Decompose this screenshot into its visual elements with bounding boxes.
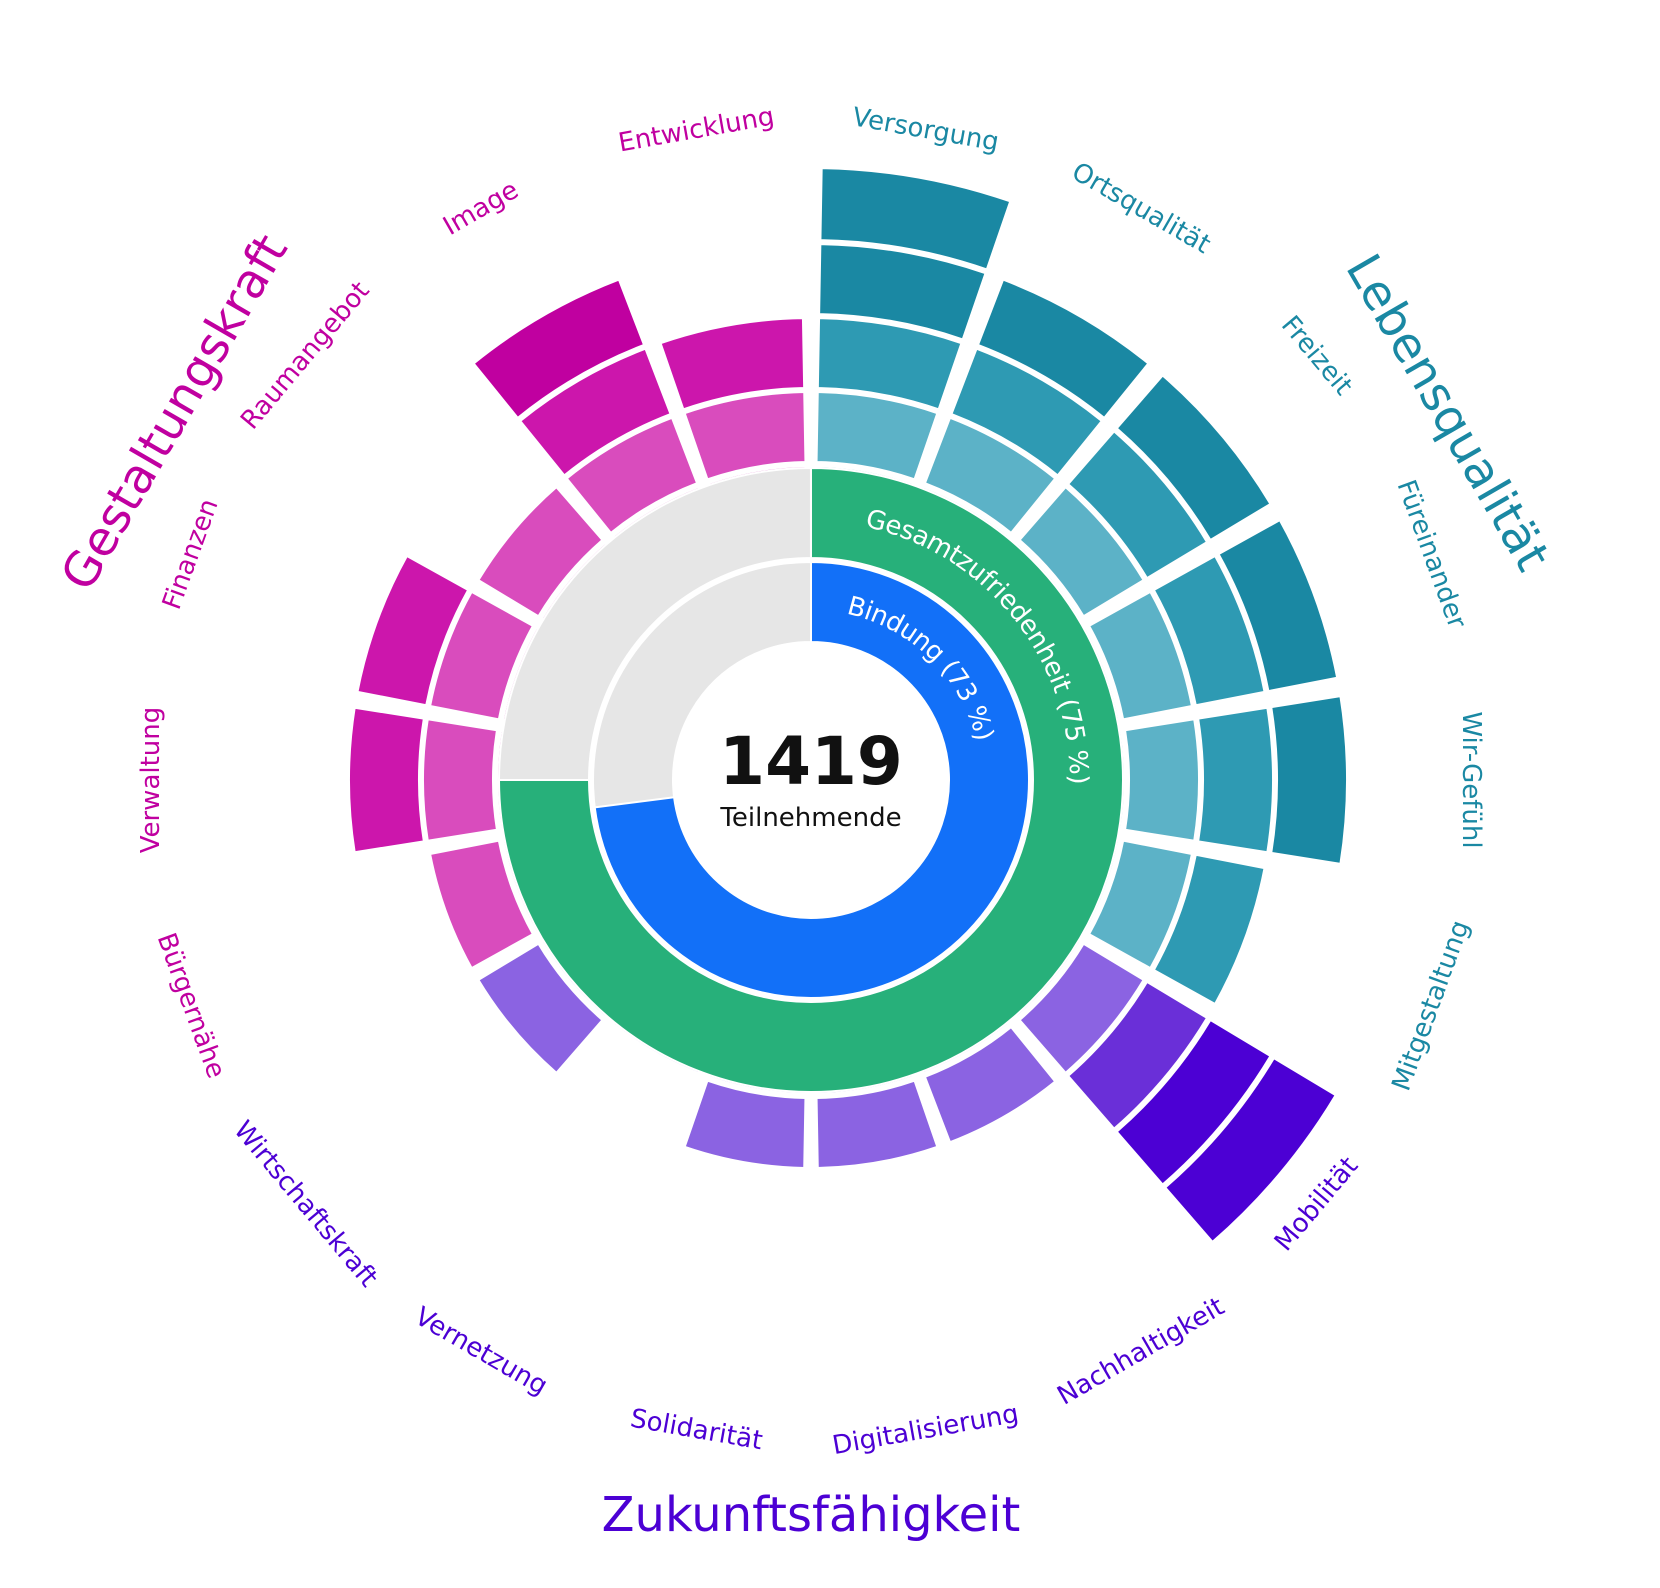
participant-caption: Teilnehmende: [719, 803, 901, 833]
segment-band: [1152, 853, 1266, 1006]
segment-band: [1066, 429, 1209, 580]
segment-band: [1152, 554, 1266, 707]
segment-band: [1018, 485, 1145, 618]
segment-band: [1123, 718, 1200, 842]
segment-band: [565, 416, 699, 535]
segment-band: [356, 554, 470, 707]
category-label: Füreinander: [1391, 476, 1472, 633]
segment-band: [348, 706, 425, 854]
segment-band: [659, 317, 806, 411]
segment-band: [1115, 374, 1272, 542]
segment-band: [1163, 1056, 1337, 1244]
category-label: Verwaltung: [136, 707, 166, 854]
segment-band: [683, 391, 807, 481]
category-label: Finanzen: [157, 495, 225, 614]
segment-band: [923, 416, 1057, 535]
segment-band: [422, 718, 499, 842]
ring-value: [593, 560, 1030, 999]
participant-count: 1419: [719, 723, 903, 800]
category-label: Solidarität: [628, 1404, 765, 1457]
segment-band: [1217, 518, 1339, 693]
group-label: Zukunftsfähigkeit: [602, 1487, 1021, 1543]
segment-band: [816, 317, 963, 411]
category-label: Bürgernähe: [151, 929, 231, 1082]
segment-band: [428, 590, 535, 721]
category-label: Image: [438, 175, 524, 242]
segment-band: [818, 243, 987, 341]
ring-value: [497, 466, 1124, 1093]
group-label: Lebensqualität: [1335, 245, 1561, 580]
segment-band: [1018, 942, 1145, 1075]
segment-band: [683, 1079, 807, 1169]
segment-band: [1087, 590, 1194, 721]
segment-band: [477, 485, 604, 618]
category-label: Mitgestaltung: [1387, 917, 1476, 1095]
segment-band: [428, 839, 535, 970]
segment-band: [1270, 695, 1348, 865]
category-label: Ortsqualität: [1067, 157, 1216, 260]
segment-band: [815, 1079, 939, 1169]
segment-band: [815, 391, 939, 481]
segment-band: [1087, 839, 1194, 970]
category-label: Freizeit: [1275, 310, 1358, 401]
segment-band: [950, 347, 1104, 477]
category-label: Wir-Gefühl: [1456, 711, 1486, 848]
segment-band: [976, 278, 1150, 420]
segment-band: [477, 942, 604, 1075]
segment-band: [1197, 706, 1274, 854]
segment-band: [518, 347, 672, 477]
center-block: 1419 Teilnehmende: [719, 723, 903, 833]
category-label: Nachhaltigkeit: [1052, 1292, 1229, 1412]
category-label: Versorgung: [850, 102, 1001, 157]
segment-band: [1066, 980, 1209, 1131]
category-label: Vernetzung: [410, 1302, 553, 1402]
segment-band: [472, 278, 646, 420]
segment-band: [1115, 1018, 1272, 1186]
category-label: Entwicklung: [616, 102, 776, 159]
segment-band: [923, 1025, 1057, 1144]
category-label: Digitalisierung: [830, 1399, 1021, 1461]
category-label: Wirtschaftskraft: [228, 1115, 384, 1292]
segment-band: [819, 167, 1012, 271]
